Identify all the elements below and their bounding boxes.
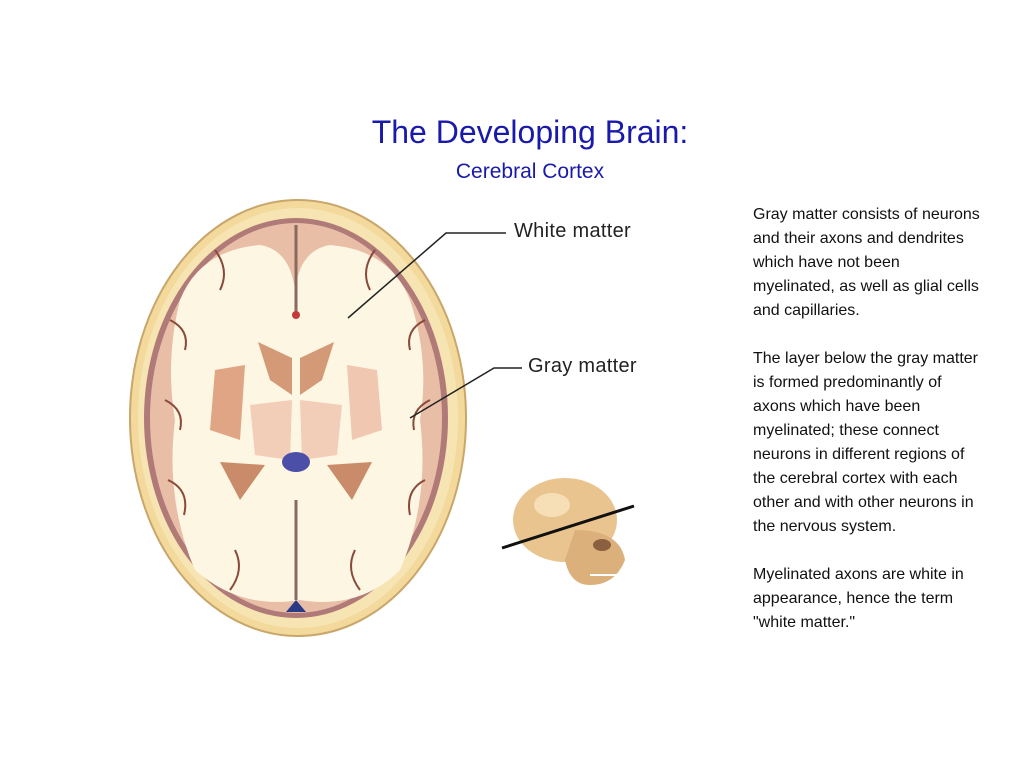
ventricle-blue [282,452,310,472]
skull-bone-ring [129,199,467,637]
white-matter-label: White matter [514,220,631,242]
slide-title: The Developing Brain: [371,114,689,150]
explanation-text: Gray matter consists of neurons and thei… [753,203,983,659]
skull-thumbnail [501,478,635,585]
gray-matter-region [150,223,442,613]
paragraph-white-matter-layer: The layer below the gray matter is forme… [753,350,978,535]
slide-subtitle: Cerebral Cortex [455,160,605,183]
paragraph-myelinated-axons: Myelinated axons are white in appearance… [753,566,964,631]
gray-matter-label: Gray matter [528,355,637,377]
gray-matter-leader-line [409,367,522,419]
paragraph-gray-matter: Gray matter consists of neurons and thei… [753,206,980,319]
white-matter-leader-line [347,232,506,319]
white-matter-region [171,245,424,602]
